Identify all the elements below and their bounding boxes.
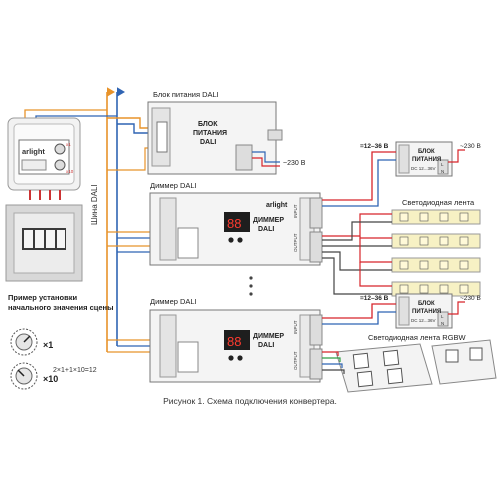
psu2-term-l: L	[441, 314, 444, 319]
dimmer1: 88	[149, 192, 321, 266]
wall-switch	[5, 204, 83, 282]
psu2	[395, 293, 453, 329]
psu1-term-n: N	[441, 169, 444, 174]
psu-dali	[147, 101, 283, 175]
scene-title-line1: Пример установки	[8, 293, 77, 302]
switch-key-2[interactable]	[35, 230, 44, 248]
dimmer1-output: OUTPUT	[293, 233, 298, 252]
dial-x10-label: ×10	[43, 374, 58, 384]
dimmer2-button[interactable]	[228, 355, 234, 361]
dial-x1-label: ×1	[43, 340, 53, 350]
dimmer2: 88	[149, 309, 323, 383]
svg-text:88: 88	[227, 216, 241, 231]
knob-x10[interactable]	[54, 159, 66, 171]
scene-formula: 2×1+1×10=12	[53, 367, 97, 374]
dial-x1[interactable]	[10, 328, 38, 356]
svg-text:88: 88	[227, 334, 241, 349]
switch-key-3[interactable]	[46, 230, 55, 248]
scene-title-line2: начального значения сцены	[8, 303, 113, 312]
psu2-dc: DC 12...36V	[411, 318, 436, 323]
bus-label: Шина DALI	[90, 184, 99, 225]
psu-dali-line2: ПИТАНИЯ	[193, 130, 227, 137]
psu-dali-line1: БЛОК	[198, 121, 218, 128]
psu1-voltage: =12–36 В	[360, 143, 389, 150]
knob-x1-label: x1	[66, 142, 71, 147]
dimmer1-input: INPUT	[293, 204, 298, 218]
psu1-dc: DC 12...36V	[411, 166, 436, 171]
dimmer1-button[interactable]	[228, 237, 234, 243]
switch-key-4[interactable]	[57, 230, 65, 248]
dimmer1-title2: DALI	[258, 226, 274, 233]
dial-x10[interactable]	[10, 362, 38, 390]
psu1-term-l: L	[441, 162, 444, 167]
dimmer1-header: Диммер DALI	[150, 181, 197, 190]
psu1	[395, 141, 453, 177]
led-strips	[322, 209, 481, 297]
psu-dali-header: Блок питания DALI	[153, 90, 219, 99]
dimmer2-header: Диммер DALI	[150, 297, 197, 306]
psu2-mains: ~230 В	[460, 295, 481, 302]
dimmer1-button[interactable]	[237, 237, 243, 243]
psu2-term-n: N	[441, 321, 444, 326]
switch-key-1[interactable]	[24, 230, 33, 248]
knob-x1[interactable]	[54, 143, 66, 155]
led-strip-rgbw-label: Светодиодная лента RGBW	[368, 333, 467, 342]
dimmer1-brand: arlight	[266, 202, 288, 209]
psu2-line2: ПИТАНИЯ	[412, 309, 441, 315]
controller-brand: arlight	[22, 147, 45, 156]
psu1-line2: ПИТАНИЯ	[412, 157, 441, 163]
dimmer2-title1: ДИММЕР	[253, 333, 284, 340]
led-strip-label: Светодиодная лента	[402, 198, 475, 207]
wall-controller: arlight x1 x10	[7, 117, 81, 200]
knob-x10-label: x10	[66, 169, 74, 174]
figure-caption: Рисунок 1. Схема подключения конвертера.	[163, 396, 337, 406]
dimmer2-output: OUTPUT	[293, 351, 298, 370]
psu-dali-line3: DALI	[200, 139, 216, 146]
dimmer2-input: INPUT	[293, 320, 298, 334]
psu1-mains: ~230 В	[460, 143, 481, 150]
psu2-line1: БЛОК	[418, 301, 435, 307]
dali-bus	[24, 87, 165, 353]
dimmer1-title1: ДИММЕР	[253, 217, 284, 224]
dimmer2-button[interactable]	[237, 355, 243, 361]
dimmer1-terminals	[309, 197, 323, 263]
dimmer1-display	[224, 212, 250, 232]
dimmer2-title2: DALI	[258, 342, 274, 349]
dimmer2-display	[224, 330, 250, 350]
psu-dali-mains: ~230 В	[283, 160, 306, 167]
led-strip-rgbw	[322, 339, 497, 393]
psu2-voltage: =12–36 В	[360, 295, 389, 302]
psu1-line1: БЛОК	[418, 149, 435, 155]
